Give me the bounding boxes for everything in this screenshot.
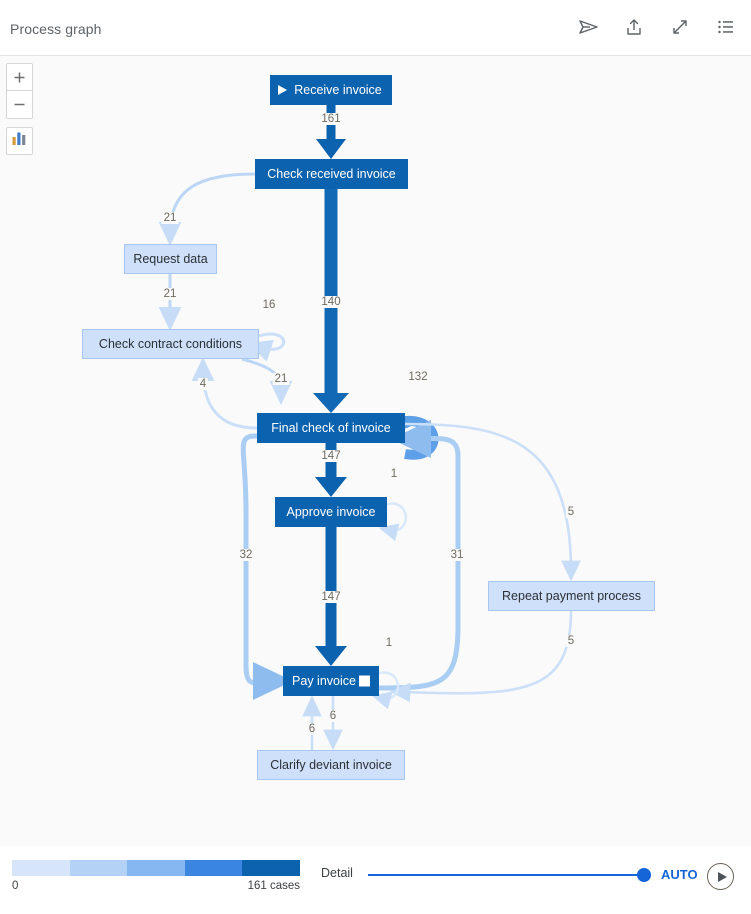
legend-min-label: 0 <box>12 880 19 892</box>
edge-contract-self-loop[interactable] <box>247 332 286 362</box>
edge-label-checkrec-to-final: 140 <box>319 296 343 308</box>
graph-edges <box>158 105 581 751</box>
expand-icon[interactable] <box>669 16 691 38</box>
zoom-in-button[interactable] <box>7 64 32 91</box>
legend-gradient-bar <box>12 860 300 876</box>
graph-node-receive[interactable]: Receive invoice <box>270 75 392 105</box>
edge-label-clarify-to-pay: 6 <box>306 723 318 735</box>
edge-label-pay-to-clarify: 6 <box>327 710 339 722</box>
legend-max-label: 161 cases <box>247 880 300 892</box>
edge-label-approve-to-approve: 1 <box>388 468 400 480</box>
zoom-out-button[interactable] <box>7 91 32 118</box>
edge-final-to-contract[interactable] <box>191 357 258 430</box>
legend-swatch-2 <box>127 860 185 876</box>
end-stop-icon <box>359 675 370 687</box>
edge-pay-to-final[interactable] <box>378 419 461 691</box>
legend-swatch-3 <box>184 860 243 876</box>
edge-approve-self-loop[interactable] <box>378 502 408 542</box>
node-label: Approve invoice <box>286 505 376 519</box>
edge-label-request-to-contract: 21 <box>161 288 179 300</box>
node-label: Request data <box>133 252 208 266</box>
send-icon[interactable] <box>577 16 599 38</box>
edge-repeat-to-pay[interactable] <box>389 610 573 703</box>
legend-swatch-4 <box>242 860 300 876</box>
header-icon-group <box>577 16 737 38</box>
statistics-button[interactable] <box>6 127 33 155</box>
graph-node-approve[interactable]: Approve invoice <box>275 497 387 527</box>
page-title: Process graph <box>10 21 102 37</box>
bar-chart-icon <box>11 131 28 151</box>
node-label: Receive invoice <box>294 83 382 97</box>
edge-pay-self-loop[interactable] <box>371 671 400 710</box>
edge-checkrec-to-request[interactable] <box>158 172 256 246</box>
node-label: Clarify deviant invoice <box>270 758 392 772</box>
node-label: Check received invoice <box>267 167 396 181</box>
detail-slider-track[interactable] <box>368 874 648 876</box>
edge-final-to-pay[interactable] <box>240 433 293 701</box>
node-label: Check contract conditions <box>98 337 243 351</box>
edge-label-receive-to-checkrec: 161 <box>319 113 343 125</box>
header-bar: Process graph <box>0 0 751 56</box>
node-label: Final check of invoice <box>271 421 391 435</box>
detail-slider-knob[interactable] <box>637 868 651 882</box>
graph-node-clarify[interactable]: Clarify deviant invoice <box>257 750 405 780</box>
play-icon <box>717 871 727 882</box>
edge-label-repeat-to-pay: 5 <box>565 635 577 647</box>
start-play-icon <box>278 85 287 95</box>
play-button[interactable] <box>707 863 734 890</box>
edge-label-final-to-repeat: 5 <box>565 506 577 518</box>
legend-swatch-0 <box>12 860 70 876</box>
zoom-control-group <box>6 63 33 119</box>
edge-label-final-to-pay: 32 <box>237 549 255 561</box>
edge-label-final-to-contract: 4 <box>197 378 209 390</box>
graph-node-pay[interactable]: Pay invoice <box>283 666 379 696</box>
graph-node-final[interactable]: Final check of invoice <box>257 413 405 443</box>
graph-node-repeat[interactable]: Repeat payment process <box>488 581 655 611</box>
auto-toggle[interactable]: AUTO <box>661 867 698 882</box>
edge-label-final-to-approve: 147 <box>319 450 343 462</box>
edge-label-checkrec-to-request: 21 <box>161 212 179 224</box>
edge-final-to-repeat[interactable] <box>404 422 581 582</box>
node-label: Pay invoice <box>292 674 356 688</box>
footer-bar: 0 161 cases <box>0 846 751 914</box>
edge-checkrec-to-final[interactable] <box>313 189 349 413</box>
graph-node-contract[interactable]: Check contract conditions <box>82 329 259 359</box>
legend-swatch-1 <box>69 860 128 876</box>
edge-label-approve-to-pay: 147 <box>319 591 343 603</box>
graph-node-request[interactable]: Request data <box>124 244 217 274</box>
color-legend: 0 161 cases <box>12 860 300 892</box>
edge-label-contract-to-contract: 16 <box>260 299 278 311</box>
edge-label-contract-to-final: 21 <box>272 373 290 385</box>
edge-label-pay-to-pay: 1 <box>383 637 395 649</box>
edge-label-pay-to-final: 31 <box>448 549 466 561</box>
edge-label-final-to-final: 132 <box>406 371 430 383</box>
detail-slider-label: Detail <box>321 866 353 880</box>
list-icon[interactable] <box>715 16 737 38</box>
export-icon[interactable] <box>623 16 645 38</box>
graph-node-checkrec[interactable]: Check received invoice <box>255 159 408 189</box>
edge-approve-to-pay[interactable] <box>315 527 347 666</box>
node-label: Repeat payment process <box>502 589 641 603</box>
